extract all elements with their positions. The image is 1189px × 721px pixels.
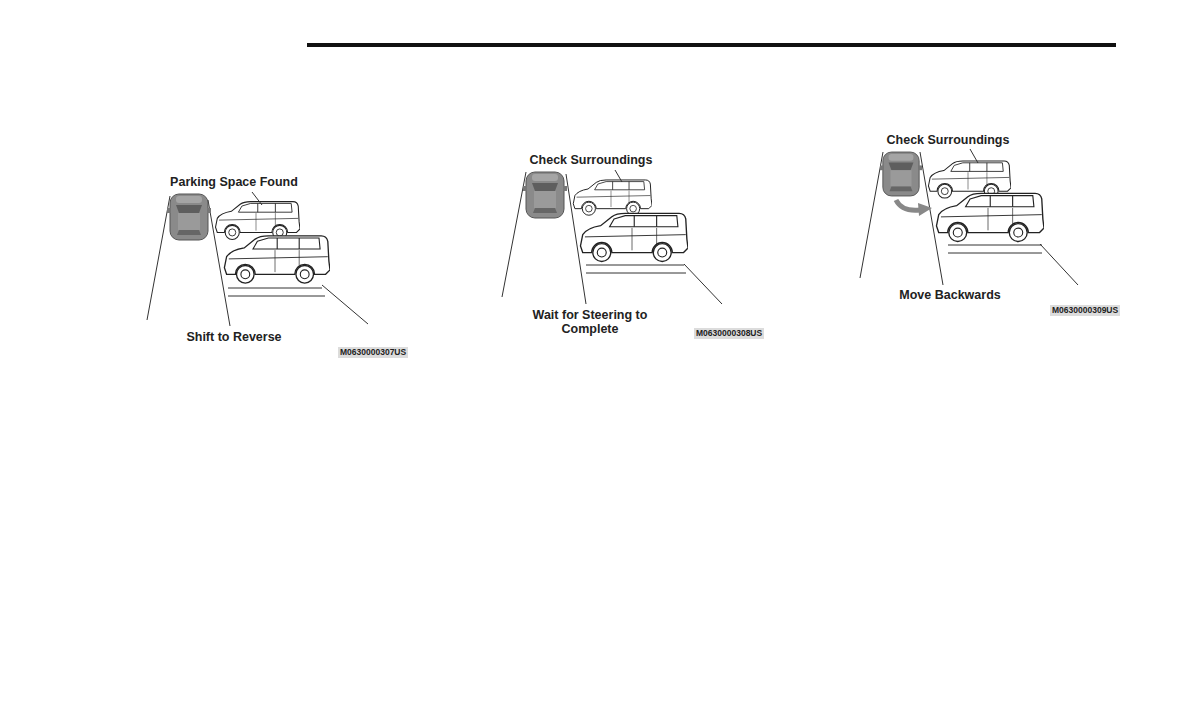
step-label: Shift to Reverse [186,330,281,344]
step-label: Check Surroundings [530,153,653,167]
figure-code: M0630000307US [338,347,408,358]
step-label: Move Backwards [899,288,1000,302]
figure-code: M0630000308US [694,328,764,339]
step-label: Wait for Steering to Complete [529,308,651,336]
figure-code: M0630000309US [1050,305,1120,316]
step-label: Parking Space Found [170,175,298,189]
step-label: Check Surroundings [887,133,1010,147]
